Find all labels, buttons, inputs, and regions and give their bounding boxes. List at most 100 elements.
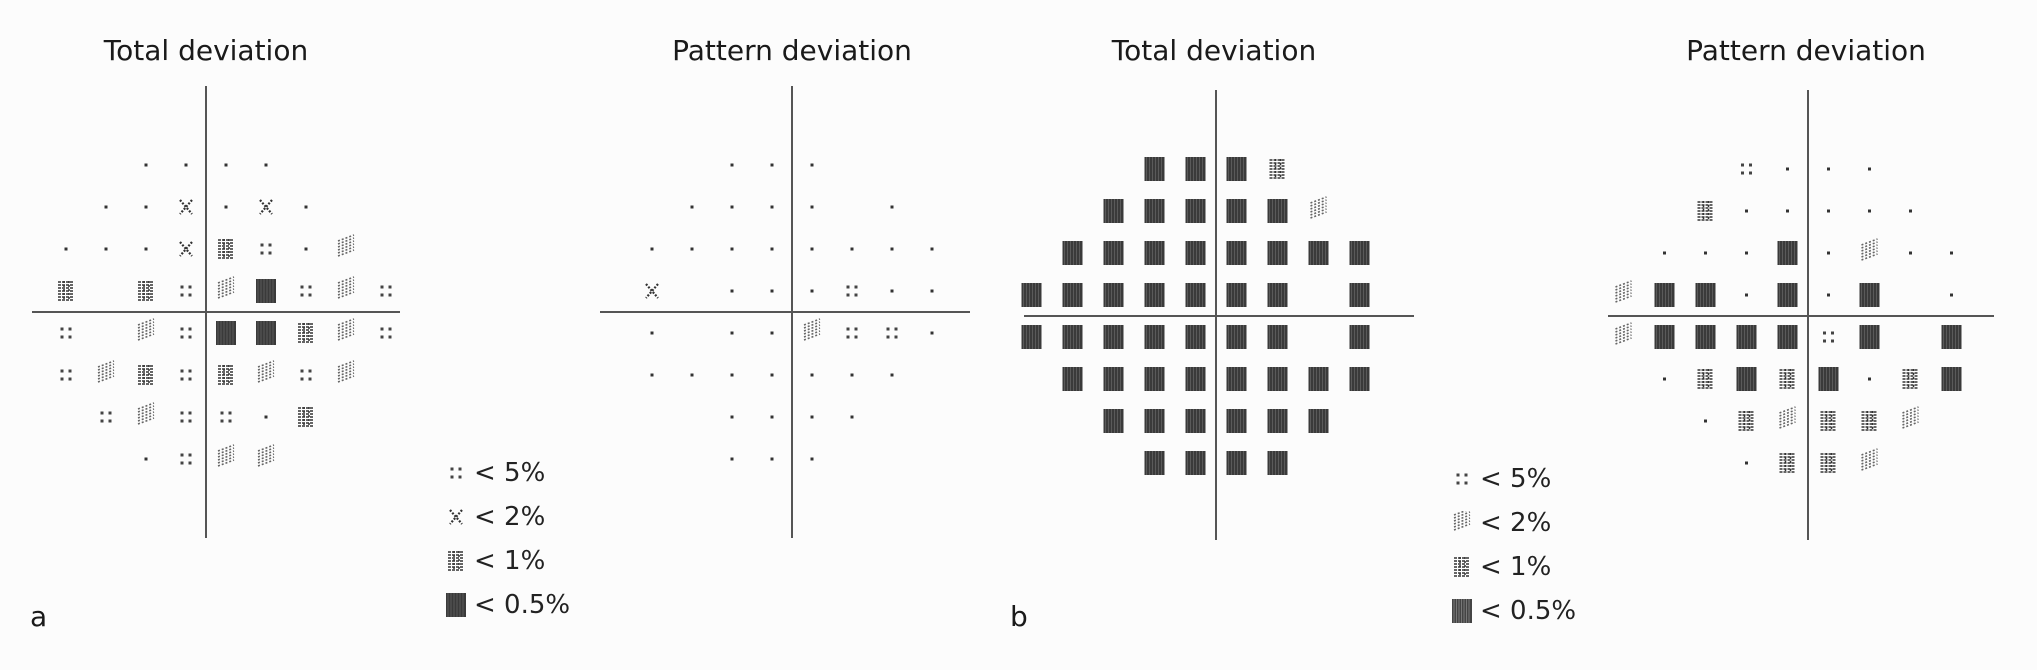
legend-a-item-1: < 2% (446, 502, 545, 532)
field-point (1695, 283, 1716, 307)
field-point (1736, 367, 1757, 391)
field-point (1861, 448, 1878, 471)
field-point (304, 205, 308, 209)
legend-b-text-0: < 5% (1480, 464, 1552, 494)
legend-solid-icon (1452, 599, 1472, 623)
field-point (770, 289, 774, 293)
field-point (1909, 251, 1912, 255)
field-point (1745, 461, 1748, 465)
plot-title-b-total: Total deviation (1111, 34, 1317, 67)
field-point (184, 163, 188, 167)
field-point (1349, 325, 1370, 349)
field-point (770, 457, 774, 461)
field-point (1820, 411, 1837, 431)
field-point (337, 360, 355, 383)
field-point (850, 415, 854, 419)
field-point (144, 205, 148, 209)
field-point (1226, 325, 1247, 349)
field-point (810, 163, 814, 167)
field-point (300, 285, 312, 297)
field-point (1021, 325, 1042, 349)
field-point (217, 276, 235, 299)
legend-dots-icon (1456, 473, 1468, 485)
field-point (1736, 325, 1757, 349)
field-point (1818, 367, 1839, 391)
field-point (730, 331, 734, 335)
field-point (1103, 283, 1124, 307)
plot-a_total (32, 86, 400, 538)
legend-a-text-1: < 2% (474, 502, 546, 532)
field-point (1185, 325, 1206, 349)
field-point (1267, 241, 1288, 265)
field-point (1786, 167, 1789, 171)
field-point (810, 457, 814, 461)
field-point (1745, 209, 1748, 213)
field-point (264, 415, 268, 419)
field-point (1185, 157, 1206, 181)
field-point (650, 247, 654, 251)
field-point (337, 234, 355, 257)
legend-a-item-3: < 0.5% (446, 590, 570, 620)
field-point (1062, 367, 1083, 391)
field-point (144, 247, 148, 251)
field-point (1745, 293, 1748, 297)
legend-b-item-1: < 2% (1452, 508, 1551, 538)
legend-b-text-2: < 1% (1480, 552, 1552, 582)
field-point (1902, 406, 1919, 429)
legend-a-text-2: < 1% (474, 546, 546, 576)
field-point (645, 283, 659, 299)
field-point (220, 411, 232, 423)
field-point (1144, 367, 1165, 391)
field-point (1267, 325, 1288, 349)
field-point (770, 163, 774, 167)
legend-one-icon (448, 551, 464, 571)
legend-two-icon (1453, 511, 1471, 531)
field-point (810, 415, 814, 419)
field-point (1861, 238, 1878, 261)
legend-dots-icon (450, 467, 462, 479)
field-point (1950, 293, 1953, 297)
field-point (690, 247, 694, 251)
field-point (1779, 453, 1796, 473)
field-point (930, 331, 934, 335)
field-point (1615, 280, 1632, 303)
field-point (1226, 409, 1247, 433)
field-point (138, 365, 154, 385)
field-point (1226, 283, 1247, 307)
field-point (1950, 251, 1953, 255)
field-point (810, 289, 814, 293)
field-point (180, 327, 192, 339)
field-point (850, 247, 854, 251)
legend-a-text-0: < 5% (474, 458, 546, 488)
legend-b-item-0: < 5% (1452, 464, 1551, 494)
field-point (104, 205, 108, 209)
field-point (257, 360, 275, 383)
field-point (256, 321, 276, 345)
field-point (1269, 159, 1286, 179)
field-point (1745, 251, 1748, 255)
field-point (1777, 241, 1798, 265)
field-point (264, 163, 268, 167)
field-point (730, 205, 734, 209)
field-point (1144, 283, 1165, 307)
field-point (380, 285, 392, 297)
field-point (1859, 283, 1880, 307)
field-point (179, 241, 193, 257)
field-point (1827, 167, 1830, 171)
field-point (1226, 157, 1247, 181)
field-point (1103, 409, 1124, 433)
field-point (380, 327, 392, 339)
legend-one-icon (1454, 557, 1470, 577)
field-point (803, 318, 821, 341)
field-point (1697, 369, 1714, 389)
field-point (810, 247, 814, 251)
field-point (890, 247, 894, 251)
field-point (770, 331, 774, 335)
field-point (224, 163, 228, 167)
legend-a-item-0: < 5% (446, 458, 545, 488)
plot-title-a-total: Total deviation (103, 34, 309, 67)
field-point (1654, 325, 1675, 349)
field-point (180, 369, 192, 381)
field-point (1062, 241, 1083, 265)
plot-title-b-pattern: Pattern deviation (1686, 34, 1926, 67)
